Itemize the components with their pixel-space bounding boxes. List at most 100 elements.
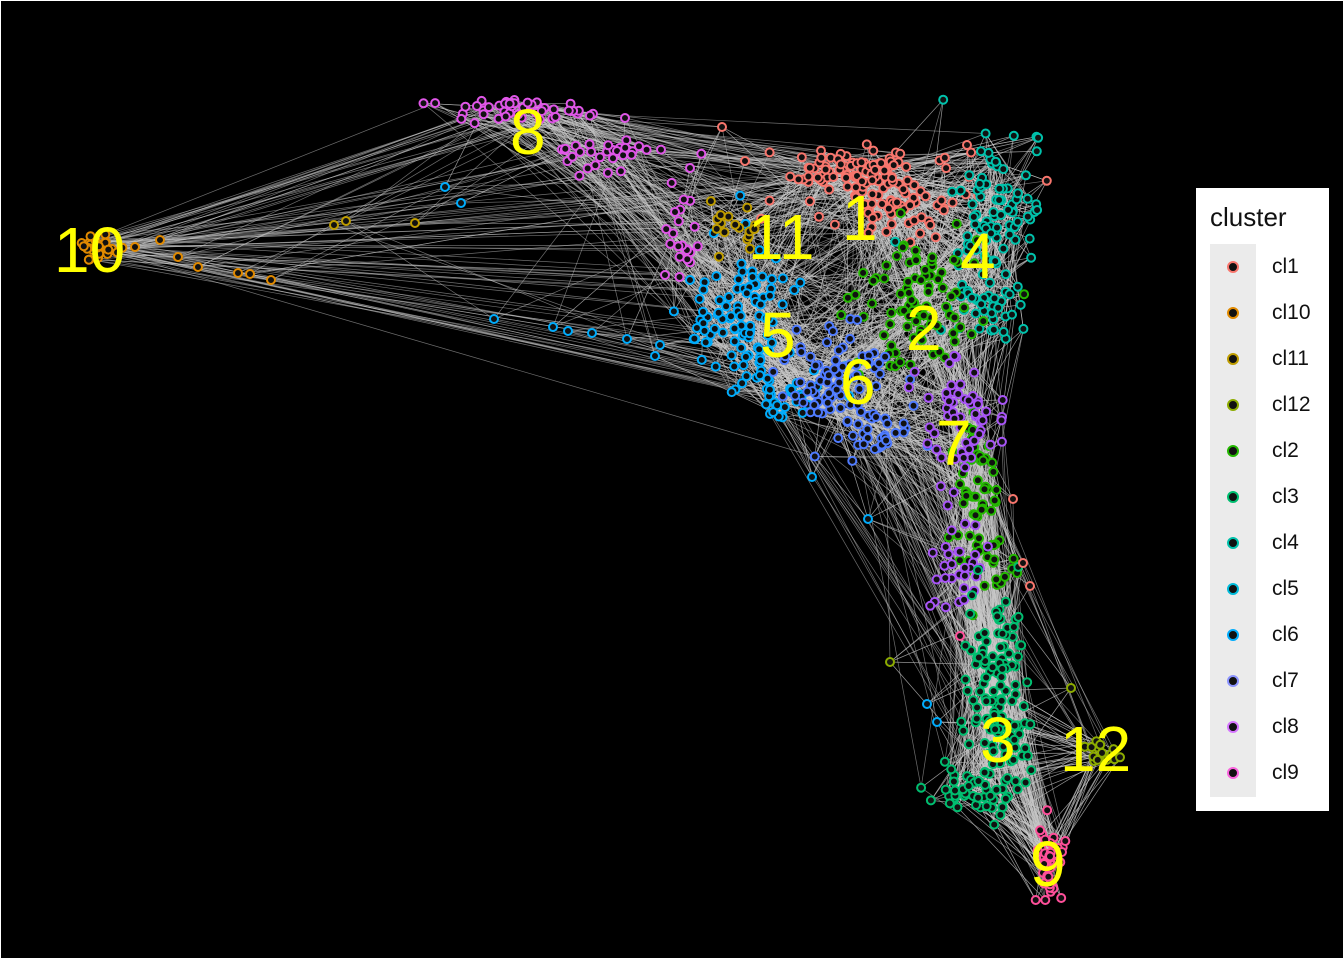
graph-node-cl5	[766, 274, 777, 285]
graph-node-cl1	[916, 212, 927, 223]
graph-node-cl3	[916, 782, 927, 793]
graph-node-cl1	[879, 165, 890, 176]
graph-edge	[986, 752, 1103, 774]
graph-node-cl5	[726, 387, 737, 398]
graph-node-cl1	[915, 228, 926, 239]
graph-node-cl8	[430, 98, 441, 109]
graph-node-cl2	[885, 319, 896, 330]
graph-edge	[88, 171, 830, 249]
graph-node-cl7	[955, 379, 966, 390]
graph-node-cl7	[940, 602, 951, 613]
graph-node-cl5	[655, 340, 665, 350]
graph-node-cl5	[797, 407, 808, 418]
graph-node-cl10	[233, 268, 243, 278]
graph-node-cl1	[920, 191, 931, 202]
graph-edge	[928, 176, 970, 222]
graph-node-cl5	[757, 271, 768, 282]
graph-edge	[850, 281, 909, 320]
graph-edge	[87, 248, 740, 316]
graph-edge	[654, 355, 783, 417]
graph-edge	[1017, 788, 1066, 842]
graph-node-cl8	[478, 109, 489, 120]
graph-node-cl7	[970, 520, 981, 531]
graph-node-cl3	[997, 663, 1008, 674]
graph-edge	[814, 456, 869, 520]
graph-edge	[683, 167, 691, 200]
graph-edge	[966, 744, 970, 777]
graph-node-cl2	[946, 291, 957, 302]
graph-edge	[977, 797, 1045, 884]
graph-node-cl6	[827, 326, 838, 337]
graph-node-cl5	[729, 323, 740, 334]
graph-node-cl1	[905, 200, 916, 211]
graph-node-cl5	[735, 311, 746, 322]
graph-node-cl5	[698, 306, 708, 317]
graph-node-cl1	[939, 152, 950, 163]
graph-edge	[903, 400, 950, 424]
graph-node-cl3	[1012, 784, 1023, 795]
graph-edge	[134, 246, 740, 316]
graph-edge	[575, 145, 675, 312]
legend-label-cl6: cl6	[1272, 623, 1299, 646]
legend-key-cl9	[1227, 767, 1239, 779]
cluster-label-12: 12	[1060, 713, 1131, 785]
graph-node-cl10	[155, 235, 165, 245]
graph-node-cl3	[1022, 750, 1033, 761]
graph-node-cl7	[996, 415, 1007, 426]
graph-node-cl8	[418, 98, 429, 109]
graph-node-cl4	[1012, 281, 1023, 292]
graph-node-cl6	[802, 386, 813, 397]
graph-node-cl2	[927, 252, 938, 263]
graph-node-cl5	[741, 288, 752, 299]
graph-node-cl1	[947, 197, 958, 208]
graph-node-cl8	[641, 144, 652, 155]
graph-node-cl6	[833, 433, 844, 444]
graph-node-cl5	[694, 294, 705, 304]
legend-item-cl11: cl11	[1210, 336, 1330, 382]
graph-node-cl3	[973, 792, 984, 803]
graph-node-cl1	[962, 140, 972, 150]
graph-node-cl1	[901, 161, 912, 172]
graph-node-cl3	[956, 716, 967, 727]
graph-node-cl1	[850, 192, 861, 203]
graph-node-cl11	[705, 196, 716, 207]
graph-edge	[930, 711, 995, 801]
graph-node-cl4	[1015, 299, 1026, 310]
graph-node-cl1	[835, 159, 846, 170]
graph-node-cl2	[891, 251, 902, 261]
legend-label-cl4: cl4	[1272, 531, 1299, 554]
graph-node-cl6	[858, 439, 869, 450]
graph-node-cl7	[943, 549, 954, 560]
graph-node-cl2	[991, 484, 1002, 495]
graph-node-cl2	[949, 336, 960, 347]
graph-node-cl6	[822, 337, 832, 348]
graph-node-cl2	[858, 267, 869, 278]
graph-node-cl6	[898, 418, 909, 429]
graph-edge	[567, 330, 760, 376]
graph-node-cl2	[911, 255, 922, 266]
graph-node-cl4	[1008, 130, 1019, 141]
graph-node-cl3	[952, 802, 963, 813]
graph-node-cl2	[1008, 553, 1019, 564]
graph-edge	[97, 247, 749, 338]
graph-node-cl7	[985, 439, 996, 450]
graph-node-cl1	[938, 205, 949, 216]
graph-edge	[894, 366, 986, 785]
graph-edge	[423, 102, 921, 335]
graph-node-cl5	[754, 370, 765, 381]
graph-node-cl3	[979, 628, 990, 638]
graph-node-cl4	[998, 326, 1009, 337]
graph-node-cl7	[996, 436, 1007, 447]
graph-node-cl1	[877, 199, 887, 209]
graph-edge	[590, 151, 661, 346]
graph-edge	[809, 200, 869, 234]
graph-node-cl6	[790, 390, 801, 401]
graph-node-cl1	[886, 219, 897, 230]
graph-node-cl8	[469, 118, 480, 129]
graph-node-cl3	[1010, 776, 1021, 787]
graph-node-cl1	[804, 162, 815, 173]
graph-node-cl8	[575, 146, 585, 157]
graph-node-cl2	[910, 245, 921, 256]
graph-edge	[159, 156, 573, 241]
graph-edge	[914, 184, 982, 188]
